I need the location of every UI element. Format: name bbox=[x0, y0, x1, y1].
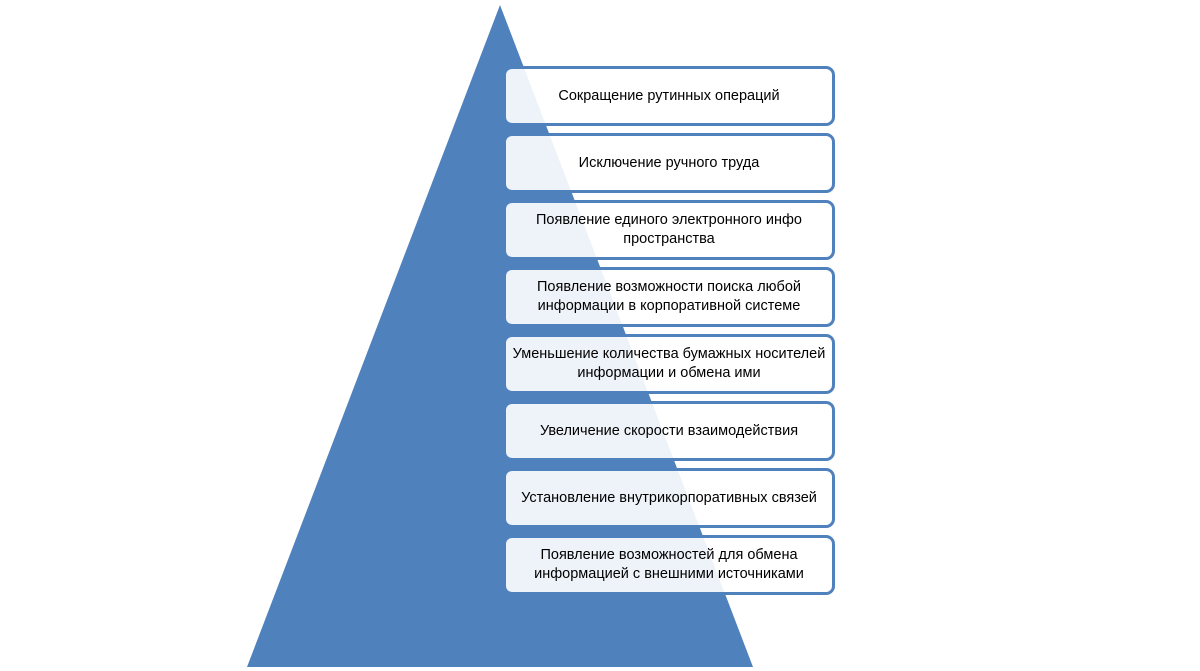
level-label: Появление возможностей для обмена информ… bbox=[534, 547, 804, 582]
pyramid-level-4: Появление возможности поиска любой инфор… bbox=[503, 267, 835, 327]
level-label: Появление возможности поиска любой инфор… bbox=[536, 279, 801, 314]
pyramid-level-1: Сокращение рутинных операций bbox=[503, 66, 835, 126]
level-label: Уменьшение количества бумажных носителей… bbox=[512, 346, 826, 381]
pyramid-level-6: Увеличение скорости взаимодействия bbox=[503, 401, 835, 461]
level-label: Установление внутрикорпоративных связей bbox=[521, 489, 817, 506]
pyramid-level-2: Исключение ручного труда bbox=[503, 133, 835, 193]
level-label: Появление единого электронного инфо прос… bbox=[536, 212, 802, 247]
level-label: Сокращение рутинных операций bbox=[558, 87, 780, 104]
pyramid-level-8: Появление возможностей для обмена информ… bbox=[503, 535, 835, 595]
pyramid-level-5: Уменьшение количества бумажных носителей… bbox=[503, 334, 835, 394]
pyramid-level-7: Установление внутрикорпоративных связей bbox=[503, 468, 835, 528]
pyramid-level-3: Появление единого электронного инфо прос… bbox=[503, 200, 835, 260]
level-label: Увеличение скорости взаимодействия bbox=[539, 422, 799, 439]
level-label: Исключение ручного труда bbox=[578, 154, 760, 171]
